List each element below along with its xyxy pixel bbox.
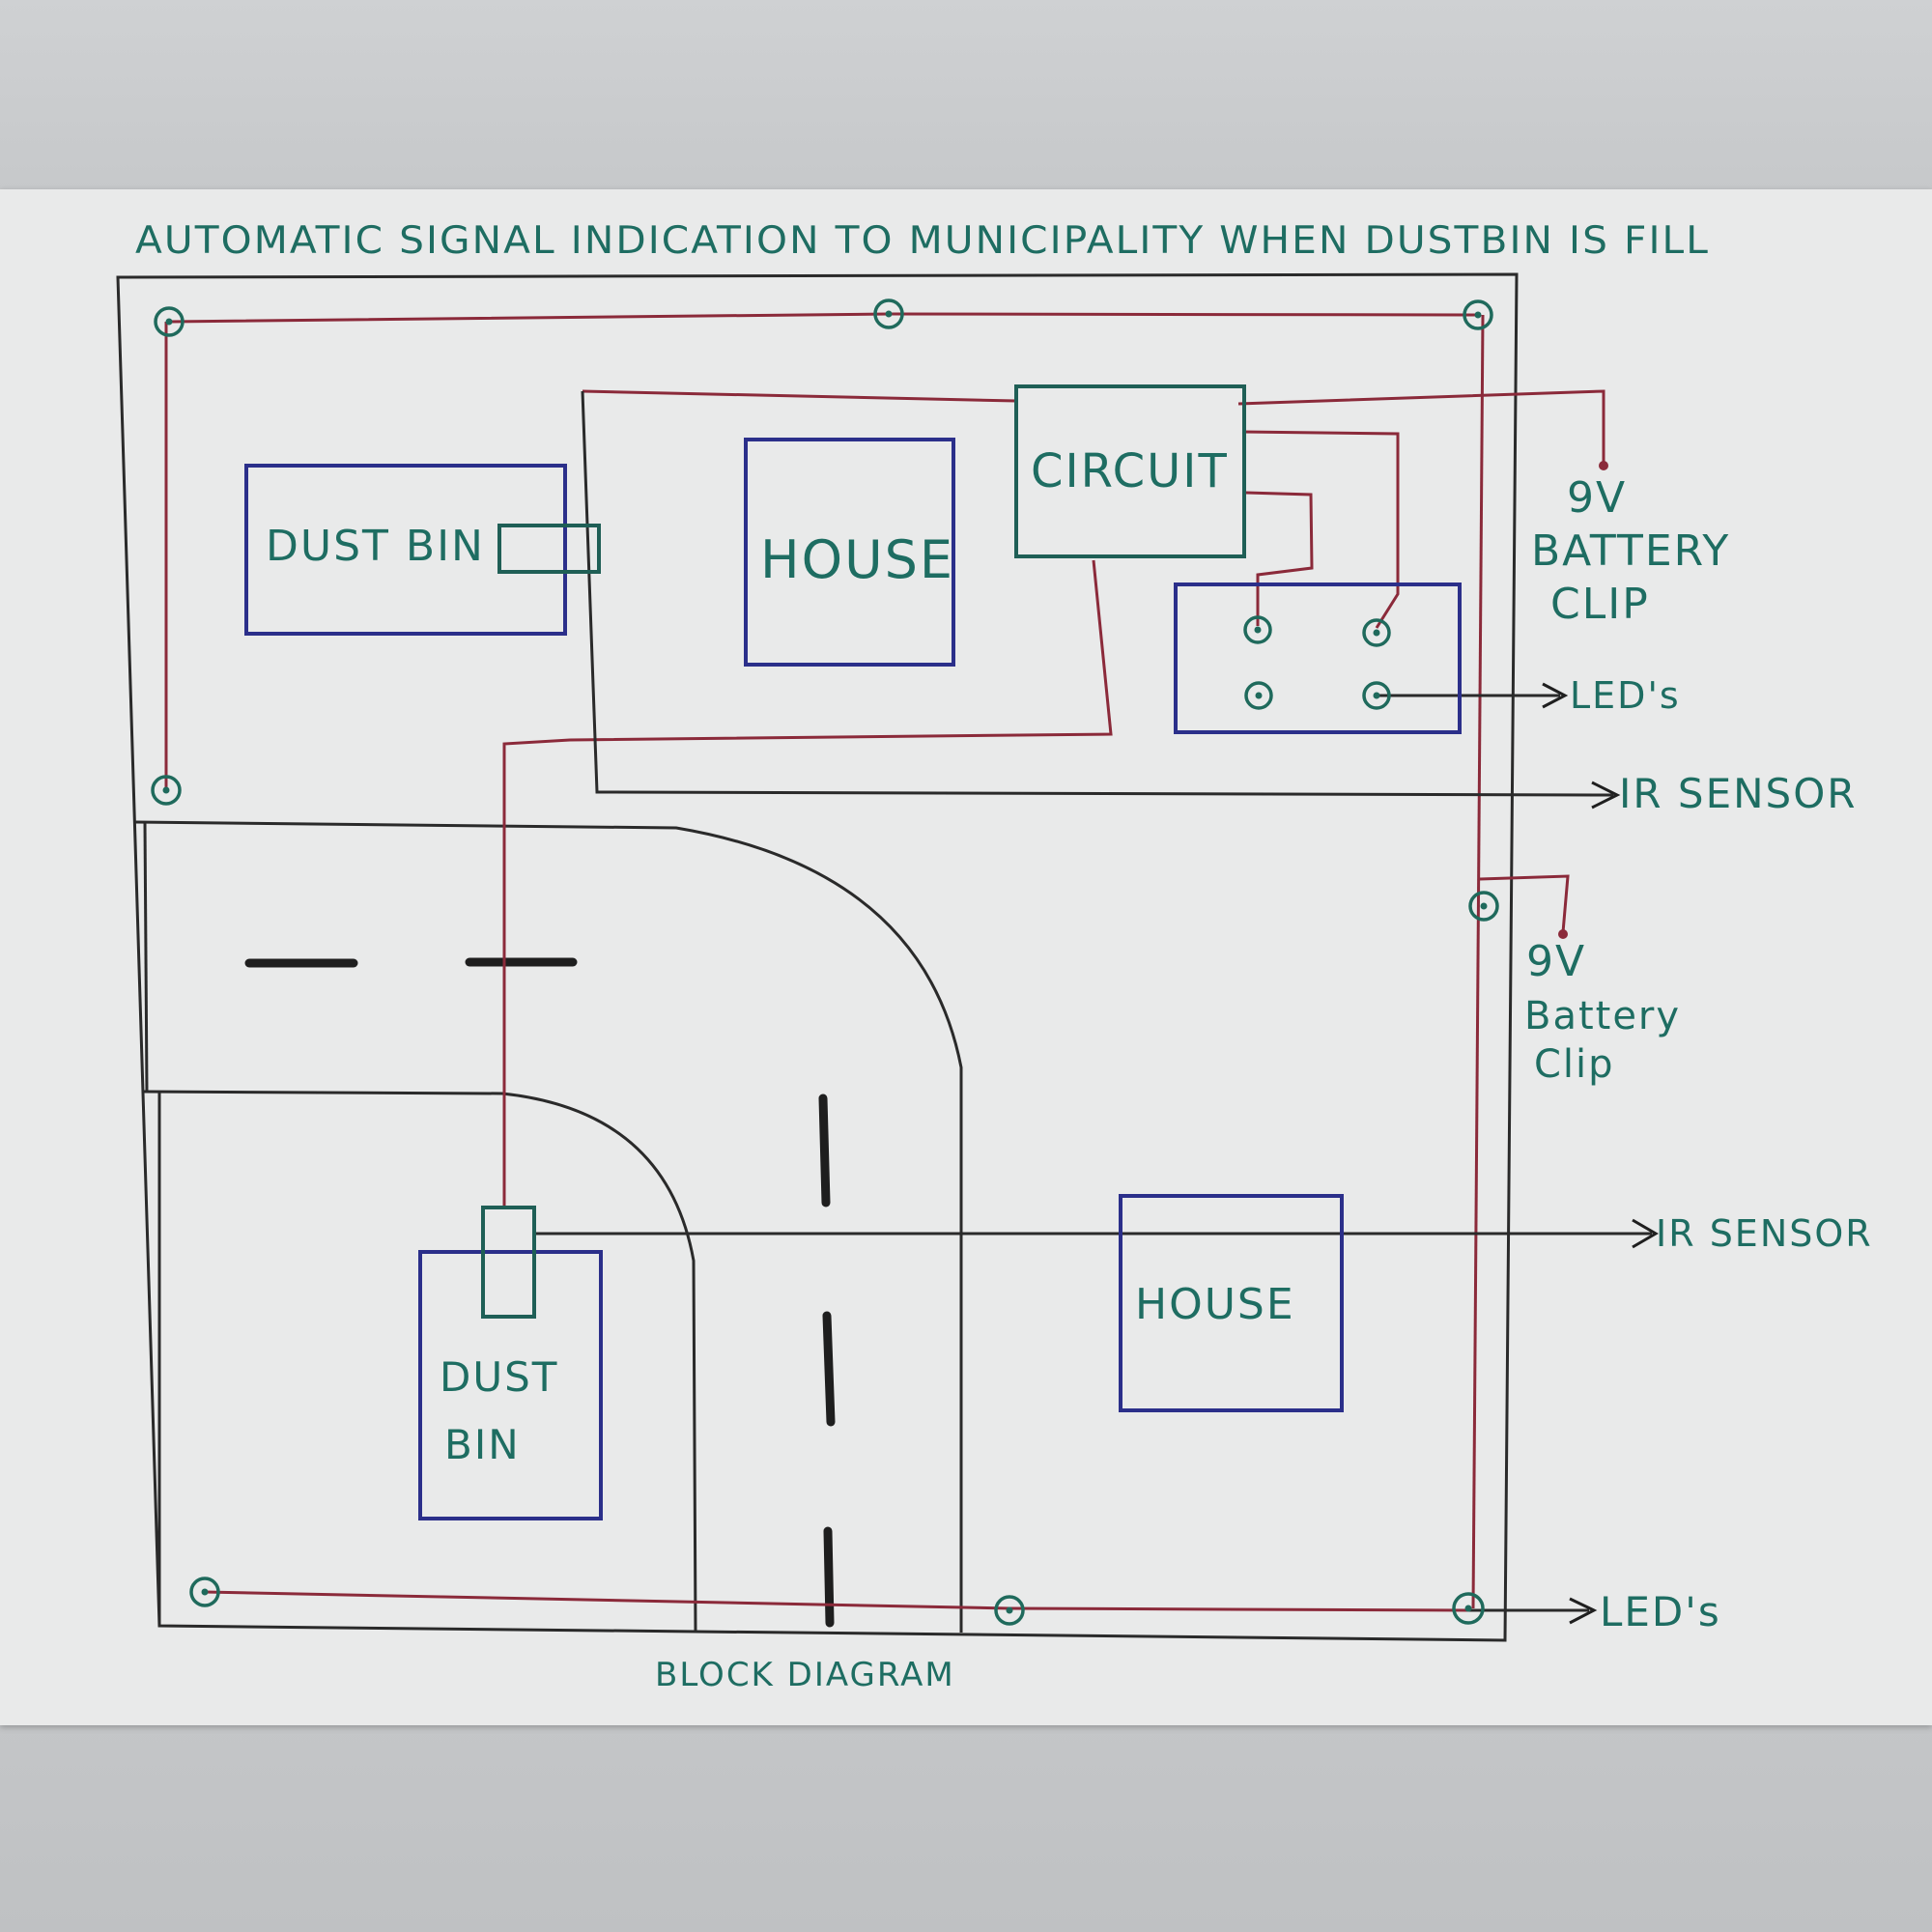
circuit-box (1014, 384, 1246, 558)
arrowhead-ir-bottom (1632, 1218, 1659, 1249)
dustbin-top-box (244, 464, 567, 636)
dustbin-bottom-label-line2: BIN (444, 1421, 521, 1468)
wire-right-vertical (1471, 314, 1485, 1609)
wire-bottom-loop (204, 1590, 1469, 1612)
sensor-box-bottom (481, 1206, 536, 1319)
road-dash (822, 1311, 836, 1427)
terminal (873, 298, 904, 329)
battery-top-label-line3: CLIP (1550, 580, 1650, 629)
diagram-caption: BLOCK DIAGRAM (655, 1656, 955, 1694)
battery-bottom-label-line3: Clip (1534, 1042, 1615, 1087)
terminal (1362, 681, 1391, 710)
ir-sensor-top-label: IR SENSOR (1619, 770, 1857, 817)
led-board-box (1174, 582, 1462, 734)
wire-top-loop (168, 312, 1479, 324)
wire-to-led-right (1241, 430, 1400, 629)
battery-top-label-line1: 9V (1567, 473, 1627, 523)
paper-sheet (0, 189, 1932, 1725)
road-side-line (143, 821, 149, 1093)
wire-to-led-left (1245, 491, 1314, 626)
background-bottom (0, 1710, 1932, 1932)
terminal (1244, 681, 1273, 710)
leds-bottom-label: LED's (1600, 1588, 1721, 1635)
board-outline (116, 272, 1519, 1642)
terminal (1362, 618, 1391, 647)
battery-clip-end (1599, 461, 1608, 470)
arrowhead-leds-top (1542, 682, 1569, 709)
terminal (154, 306, 185, 337)
terminal (1468, 891, 1499, 922)
road-dash (818, 1094, 831, 1208)
terminal (1452, 1592, 1485, 1625)
background-top (0, 0, 1932, 198)
house-top-label: HOUSE (760, 529, 954, 590)
wire-battery-bottom (1479, 874, 1570, 933)
wire-circuit-to-sensor (582, 389, 1017, 403)
battery-bottom-label-line1: 9V (1526, 937, 1586, 986)
arrowhead-leds-bottom (1569, 1597, 1598, 1625)
diagram-title: AUTOMATIC SIGNAL INDICATION TO MUNICIPAL… (135, 219, 1710, 263)
house-bottom-box (1119, 1194, 1344, 1412)
terminal (1463, 299, 1493, 330)
house-top-box (744, 438, 955, 667)
house-bottom-label: HOUSE (1135, 1280, 1295, 1329)
ir-sensor-bottom-label: IR SENSOR (1656, 1212, 1873, 1255)
wire-battery-top (1237, 389, 1605, 464)
terminal (1243, 615, 1272, 644)
battery-top-label-line2: BATTERY (1531, 526, 1730, 576)
terminal (189, 1577, 220, 1607)
wire-circuit-down (502, 559, 1113, 1208)
terminal (994, 1595, 1025, 1626)
dustbin-top-label: DUST BIN (266, 522, 485, 571)
battery-bottom-label-line2: Battery (1524, 994, 1681, 1038)
leds-top-label: LED's (1570, 674, 1681, 717)
terminal (151, 775, 182, 806)
dustbin-bottom-box (418, 1250, 603, 1520)
dustbin-bottom-label-line1: DUST (440, 1353, 558, 1401)
road-dash (823, 1526, 835, 1628)
road-boundary-top (134, 820, 963, 1633)
circuit-label: CIRCUIT (1031, 444, 1229, 498)
sensor-box-top (497, 524, 601, 574)
battery-clip-end (1558, 929, 1568, 939)
arrowhead-ir-top (1591, 781, 1621, 810)
